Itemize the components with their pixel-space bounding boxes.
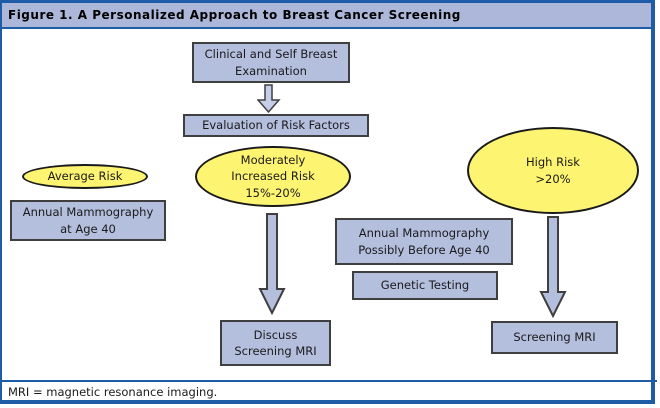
average-risk-label: Average Risk	[47, 169, 123, 184]
screening-mri-box: Screening MRI	[491, 321, 618, 354]
risk-evaluation-box: Evaluation of Risk Factors	[183, 114, 369, 137]
figure-title-bar: Figure 1. A Personalized Approach to Bre…	[2, 3, 651, 29]
clinical-self-exam-line1: Clinical and Self Breast	[204, 47, 338, 62]
high-risk-line2: >20%	[535, 171, 571, 186]
down-arrow-to-discuss-mri	[258, 213, 286, 315]
annual-mammography-before-40-box: Annual Mammography Possibly Before Age 4…	[335, 218, 513, 265]
clinical-self-exam-line2: Examination	[235, 63, 307, 78]
genetic-testing-label: Genetic Testing	[380, 278, 470, 293]
figure-footnote: MRI = magnetic resonance imaging.	[8, 385, 218, 399]
down-arrow-to-evaluation	[257, 84, 281, 114]
discuss-screening-mri-line2: Screening MRI	[234, 344, 317, 358]
risk-evaluation-label: Evaluation of Risk Factors	[202, 118, 350, 133]
high-risk-line1: High Risk	[526, 155, 580, 170]
moderate-risk-ellipse: Moderately Increased Risk 15%-20%	[195, 146, 351, 207]
average-risk-ellipse: Average Risk	[22, 164, 148, 189]
annual-mammography-40-line1: Annual Mammography	[22, 205, 154, 220]
discuss-screening-mri-line1: Discuss	[253, 327, 298, 342]
clinical-self-exam-box: Clinical and Self Breast Examination	[192, 42, 350, 83]
discuss-screening-mri-box: Discuss Screening MRI	[220, 320, 331, 366]
annual-mammography-before-40-line1: Annual Mammography	[358, 226, 490, 241]
genetic-testing-box: Genetic Testing	[352, 271, 498, 300]
moderate-risk-line2: Increased Risk	[231, 169, 315, 184]
annual-mammography-40-line2: at Age 40	[60, 221, 116, 236]
high-risk-ellipse: High Risk >20%	[467, 127, 639, 214]
annual-mammography-40-box: Annual Mammography at Age 40	[10, 200, 166, 241]
down-arrow-to-screening-mri	[539, 216, 567, 318]
screening-mri-label: Screening MRI	[513, 330, 596, 345]
footnote-divider	[2, 380, 657, 382]
annual-mammography-before-40-line2: Possibly Before Age 40	[358, 242, 490, 257]
moderate-risk-line3: 15%-20%	[245, 185, 301, 200]
figure-title: Figure 1. A Personalized Approach to Bre…	[8, 8, 461, 22]
moderate-risk-line1: Moderately	[240, 153, 306, 168]
